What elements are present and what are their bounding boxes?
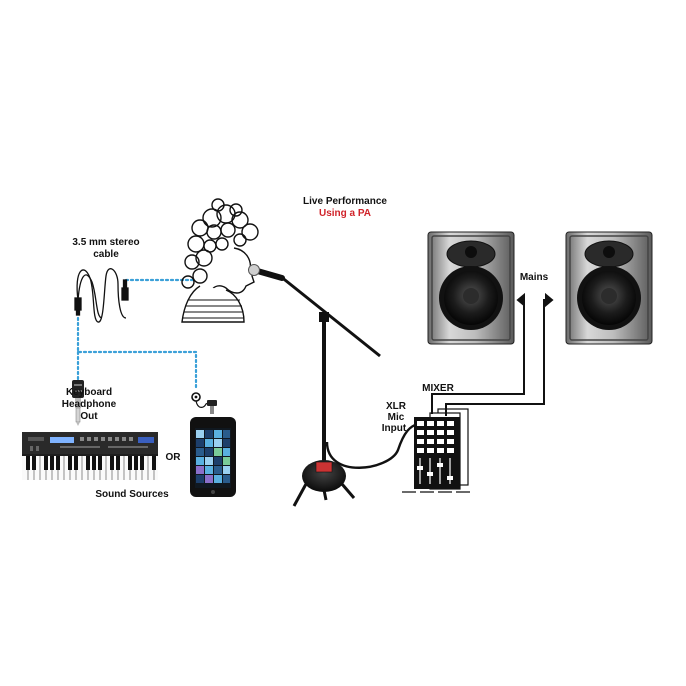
title-line-2: Using a PA	[318, 208, 372, 219]
xlr-cable	[325, 422, 419, 469]
main-output-cables	[431, 292, 554, 416]
keyboard-synth-icon	[22, 432, 158, 480]
xlr-label-line-2: Mic	[387, 412, 405, 423]
left-main-speaker-icon	[427, 231, 515, 345]
singer-illustration	[181, 198, 259, 323]
mini-jack-plug-icon	[191, 392, 217, 414]
microphone-stand-icon	[248, 264, 381, 507]
title-line-1: Live Performance	[303, 196, 387, 207]
keyboard-label-line-1: Keyboard	[65, 387, 113, 398]
cable-label-line-1: 3.5 mm stereo	[72, 237, 140, 248]
or-label: OR	[165, 452, 181, 463]
sound-sources-label: Sound Sources	[95, 489, 169, 500]
mixer-label: MIXER	[422, 383, 454, 394]
xlr-label-line-1: XLR	[386, 401, 406, 412]
keyboard-label-line-3: Out	[80, 411, 98, 422]
xlr-label-line-3: Input	[381, 423, 407, 434]
right-main-speaker-icon	[565, 231, 653, 345]
smartphone-icon	[190, 417, 236, 497]
stereo-cable-icon	[74, 268, 129, 323]
mains-label: Mains	[519, 272, 549, 283]
dotted-signal-path	[76, 278, 198, 390]
cable-label-line-2: cable	[93, 249, 119, 260]
quarter-inch-adapter-icon	[72, 380, 84, 426]
mixer-icon	[402, 408, 470, 493]
keyboard-label-line-2: Headphone	[61, 399, 117, 410]
